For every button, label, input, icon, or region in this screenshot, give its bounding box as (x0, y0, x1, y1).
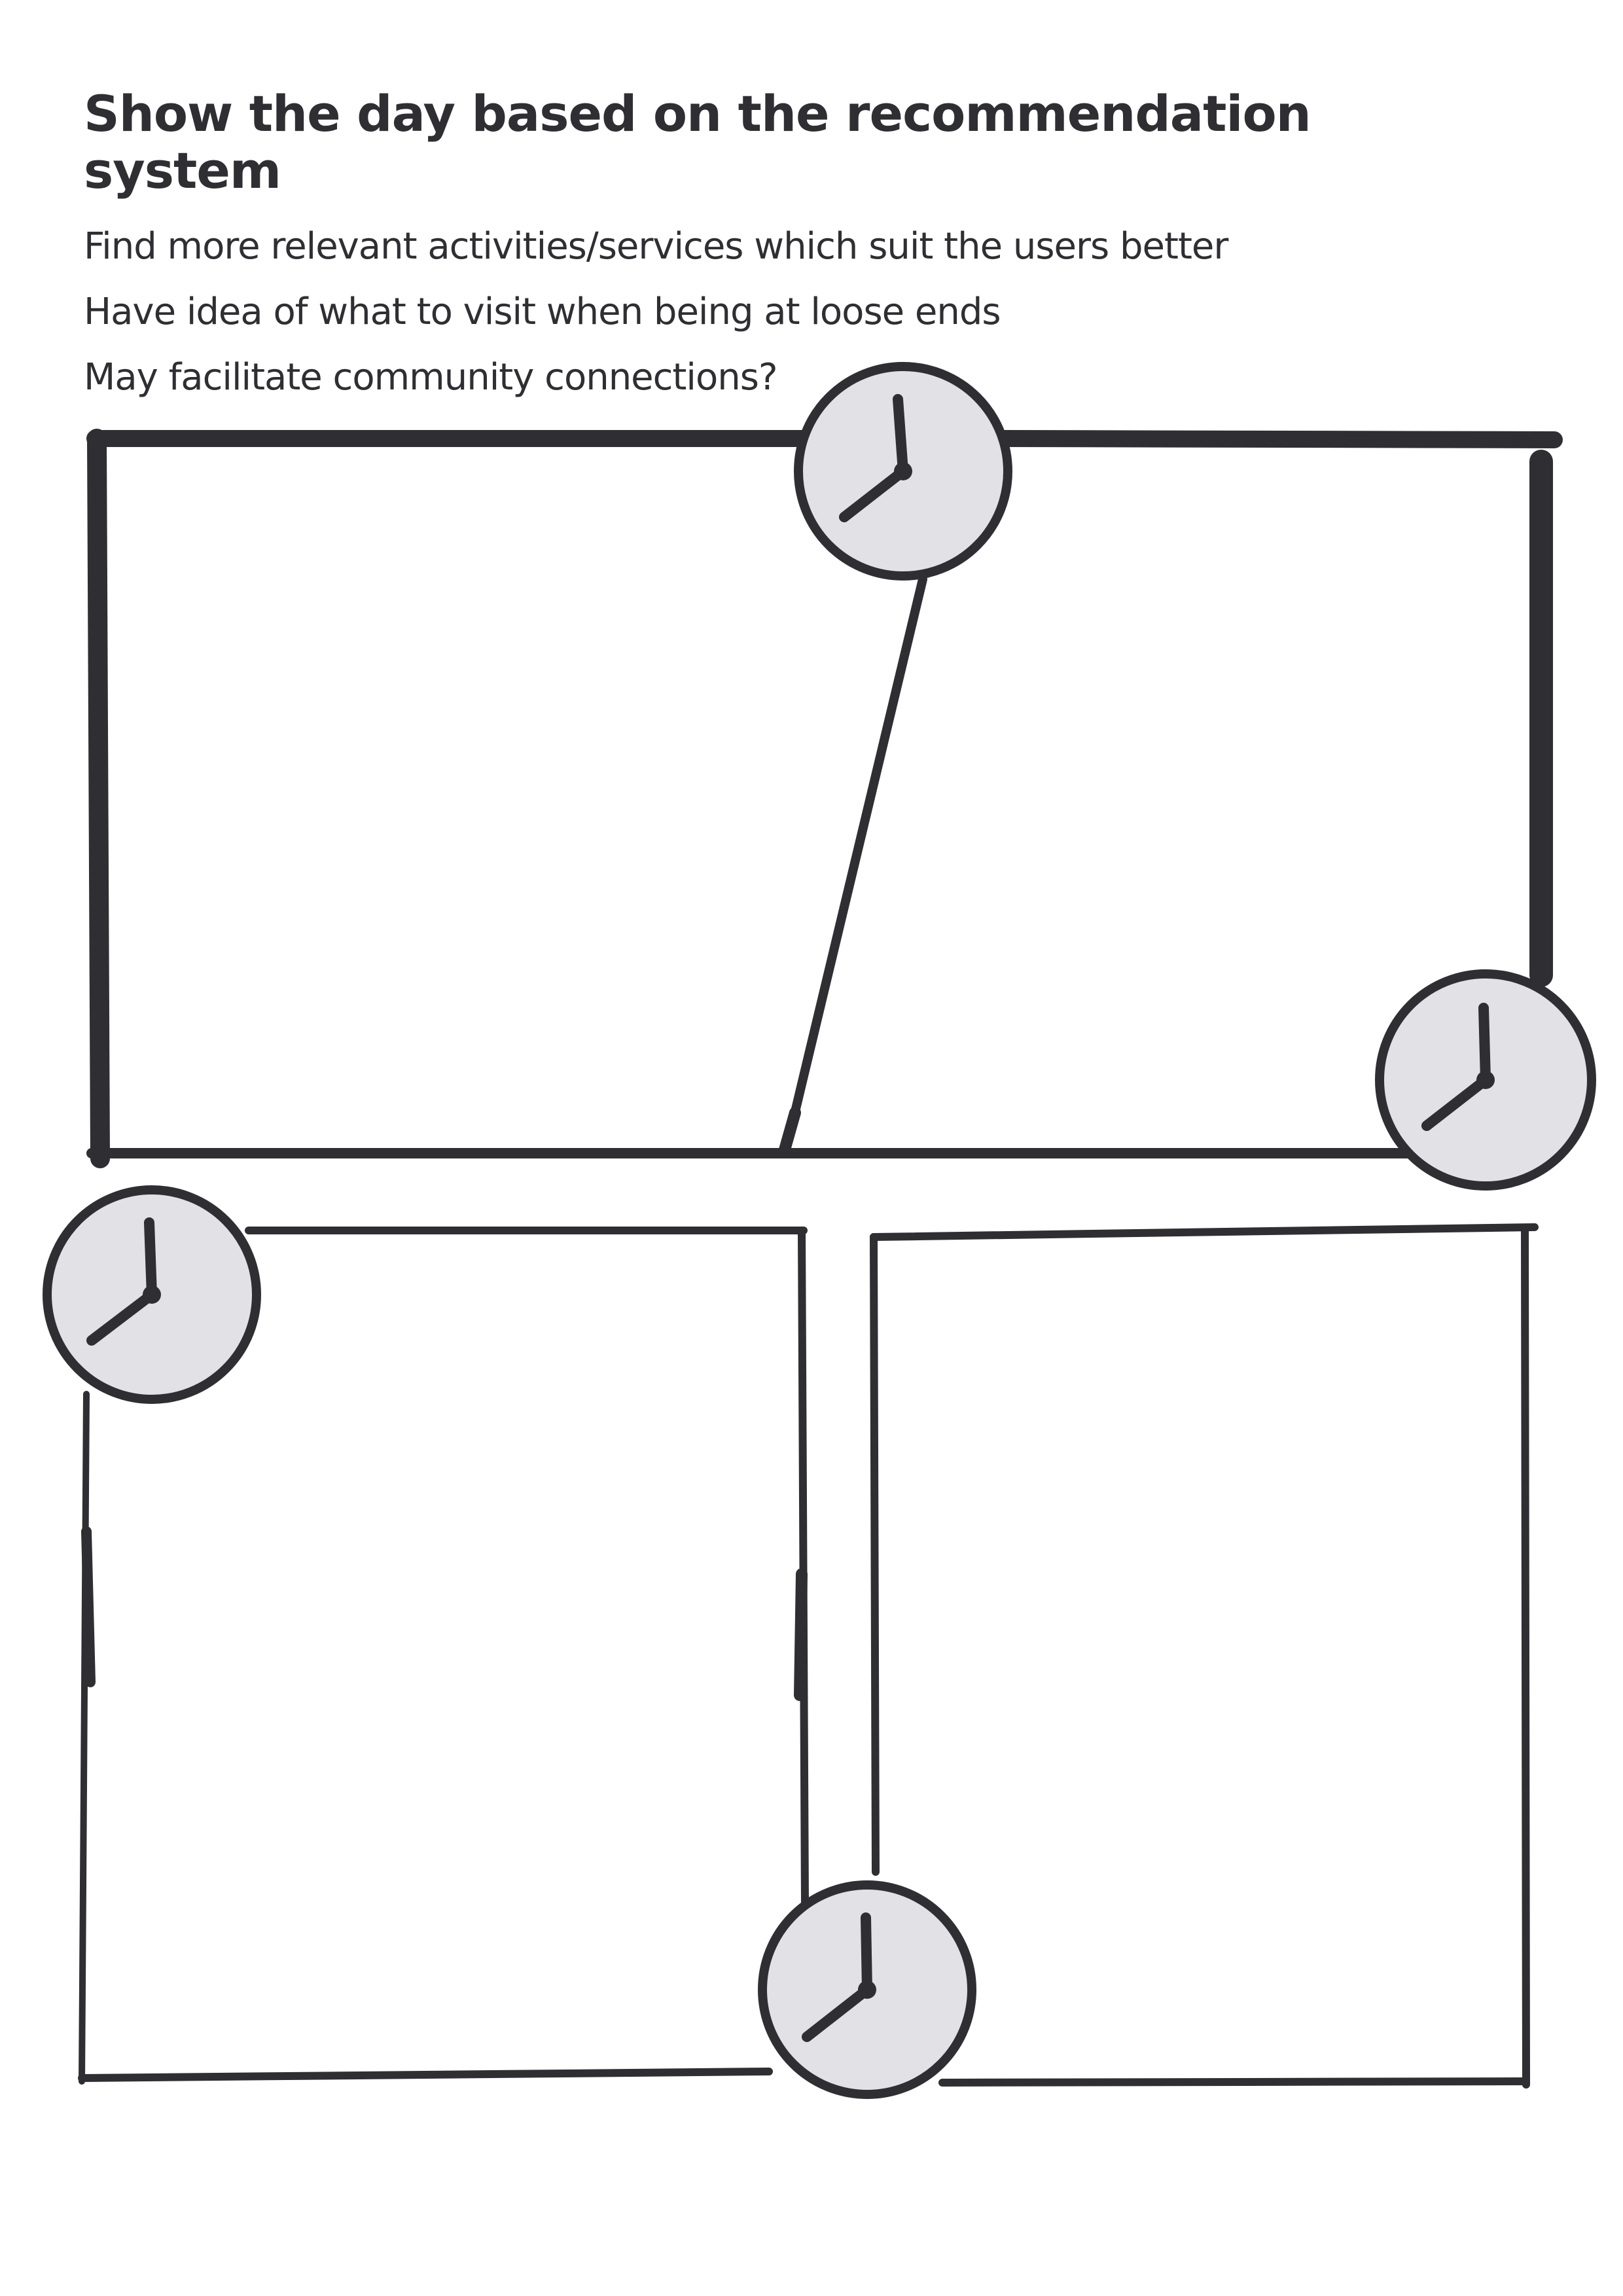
clock-icon (758, 1880, 976, 2099)
storyboard-panel-bottom-left (78, 1227, 809, 2085)
panel-bl-border-right (798, 1227, 809, 1909)
storyboard-panel-bottom-right (870, 1223, 1539, 2089)
panel-br-border-left (870, 1233, 880, 1876)
page-title: Show the day based on the recommendation… (84, 84, 1311, 200)
clock-icon (1375, 969, 1596, 1191)
panel-bl-border-left-thick (81, 1526, 96, 1687)
panel-top-border-left (87, 429, 110, 1168)
header: Show the day based on the recommendation… (84, 85, 1524, 410)
panel-bl-border-left (79, 1391, 90, 2085)
panel-br-border-right (1521, 1227, 1530, 2089)
panel-top-divider (784, 575, 927, 1143)
panel-top-border-top-right (996, 430, 1563, 448)
goal-line-3: May facilitate community connections? (84, 355, 778, 399)
panel-bl-border-bottom (78, 2068, 773, 2082)
panel-bl-border-right-thick (794, 1568, 808, 1701)
goal-line-2: Have idea of what to visit when being at… (84, 290, 1001, 333)
panel-top-divider-tail (778, 1107, 801, 1158)
goal-line-1: Find more relevant activities/services w… (84, 224, 1228, 268)
storyboard-panel-top (86, 429, 1563, 1168)
clock-icon (794, 362, 1012, 581)
panel-br-border-bottom (938, 2077, 1530, 2087)
panel-br-border-top (870, 1223, 1539, 1241)
clock-icon (43, 1185, 261, 1404)
